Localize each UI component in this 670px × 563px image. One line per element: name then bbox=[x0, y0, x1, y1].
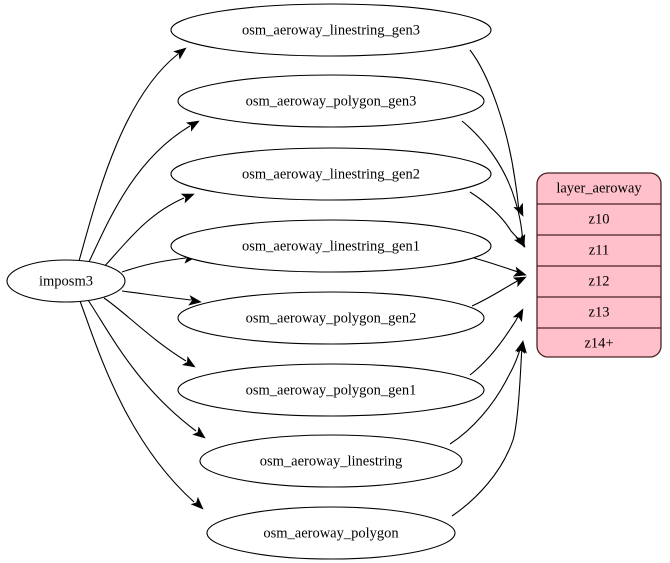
node-osm_aeroway_linestring_gen3[interactable]: osm_aeroway_linestring_gen3 bbox=[170, 3, 492, 57]
edge-linestring-gen3-to-z10 bbox=[469, 49, 528, 219]
edges-to-table bbox=[449, 49, 530, 517]
edge-imposm3-to-polygon-gen2 bbox=[121, 290, 202, 307]
table-row-z12[interactable]: z12 bbox=[589, 273, 610, 289]
node-label: osm_aeroway_polygon_gen3 bbox=[246, 93, 417, 109]
node-label: osm_aeroway_linestring bbox=[260, 453, 403, 469]
node-label: osm_aeroway_linestring_gen1 bbox=[242, 238, 420, 254]
node-osm_aeroway_linestring[interactable]: osm_aeroway_linestring bbox=[199, 434, 463, 488]
node-label: osm_aeroway_polygon_gen1 bbox=[246, 382, 417, 398]
node-label: osm_aeroway_polygon bbox=[263, 525, 399, 541]
node-label: imposm3 bbox=[39, 273, 93, 289]
node-label: osm_aeroway_polygon_gen2 bbox=[246, 310, 417, 326]
edge-linestring-gen1-to-z12 bbox=[473, 257, 528, 280]
edge-imposm3-to-polygon bbox=[79, 300, 207, 513]
edge-polygon-gen2-to-z12 bbox=[471, 272, 529, 307]
node-osm_aeroway_polygon[interactable]: osm_aeroway_polygon bbox=[206, 506, 456, 560]
node-osm_aeroway_linestring_gen2[interactable]: osm_aeroway_linestring_gen2 bbox=[170, 147, 492, 201]
edge-polygon-gen3-to-z11 bbox=[461, 120, 529, 249]
node-osm_aeroway_polygon_gen1[interactable]: osm_aeroway_polygon_gen1 bbox=[177, 363, 485, 417]
edge-imposm3-to-linestring-gen1 bbox=[121, 252, 197, 273]
node-imposm3[interactable]: imposm3 bbox=[6, 259, 126, 303]
node-osm_aeroway_linestring_gen1[interactable]: osm_aeroway_linestring_gen1 bbox=[170, 219, 492, 273]
table-row-z11[interactable]: z11 bbox=[589, 242, 609, 258]
edge-polygon-to-z14plus bbox=[451, 340, 528, 517]
node-osm_aeroway_polygon_gen3[interactable]: osm_aeroway_polygon_gen3 bbox=[177, 74, 485, 128]
edges-from-source bbox=[78, 44, 209, 513]
node-osm_aeroway_polygon_gen2[interactable]: osm_aeroway_polygon_gen2 bbox=[177, 291, 485, 345]
edge-imposm3-to-polygon-gen1 bbox=[103, 297, 198, 372]
table-row-z14plus[interactable]: z14+ bbox=[584, 335, 613, 351]
edge-imposm3-to-polygon-gen3 bbox=[87, 116, 202, 265]
table-row-z13[interactable]: z13 bbox=[589, 304, 610, 320]
edge-linestring-gen2-to-z11 bbox=[469, 191, 530, 250]
node-layer_aeroway[interactable]: layer_aeroway z10 z11 z12 z13 z14+ bbox=[536, 172, 662, 358]
table-title: layer_aeroway bbox=[556, 180, 642, 196]
node-label: osm_aeroway_linestring_gen3 bbox=[242, 22, 420, 38]
edge-polygon-gen1-to-z13 bbox=[469, 306, 528, 376]
edge-imposm3-to-linestring-gen2 bbox=[102, 189, 197, 269]
table-row-z10[interactable]: z10 bbox=[589, 211, 610, 227]
node-label: osm_aeroway_linestring_gen2 bbox=[242, 166, 420, 182]
edge-imposm3-to-linestring bbox=[87, 299, 209, 442]
edge-linestring-to-z14plus bbox=[449, 339, 528, 445]
edge-imposm3-to-linestring-gen3 bbox=[78, 44, 190, 262]
